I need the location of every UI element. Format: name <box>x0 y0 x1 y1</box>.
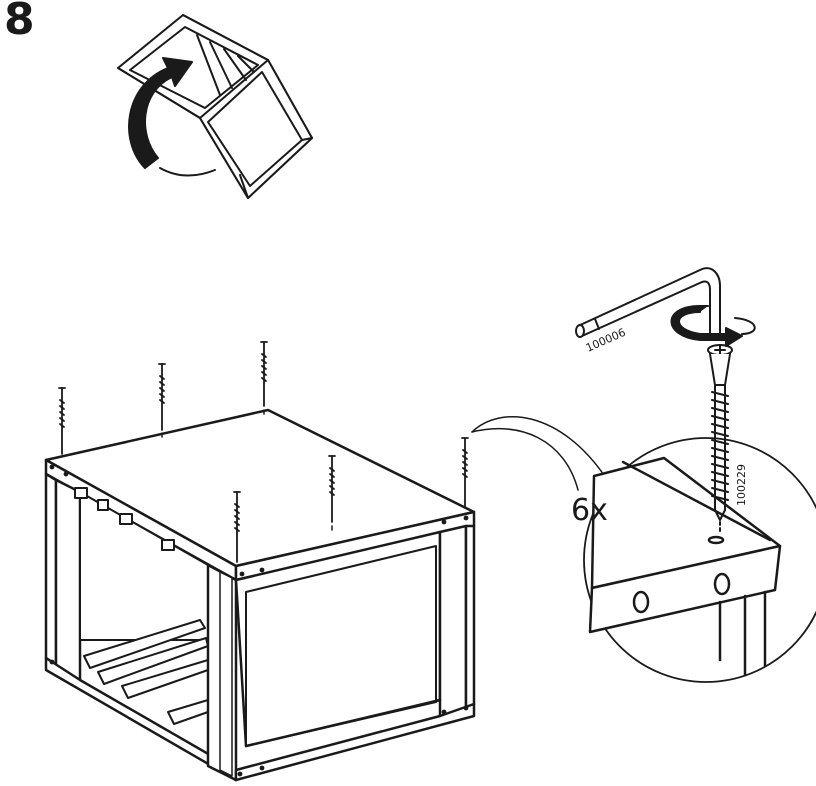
screw <box>462 438 468 508</box>
callout-leader <box>472 417 606 490</box>
cabinet-illustration <box>46 410 474 780</box>
screw <box>59 388 65 454</box>
allen-key-icon <box>576 268 720 337</box>
allen-key-code: 100006 <box>584 326 628 355</box>
quantity-label: 6x <box>571 496 608 526</box>
turn-arrow-icon <box>672 306 755 346</box>
screw <box>261 342 267 406</box>
screw <box>159 364 165 430</box>
detail-magnifier <box>584 438 816 682</box>
screw-code: 100229 <box>735 464 748 506</box>
